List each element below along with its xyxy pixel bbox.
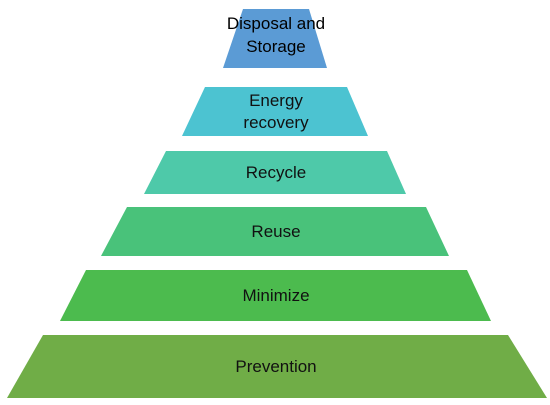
tier-reuse: Reuse [101, 207, 449, 256]
tier-energy-recovery: Energy recovery [182, 87, 368, 136]
tier-disposal-storage-label-line-1: Disposal and [227, 14, 325, 33]
tier-minimize-shape [60, 270, 491, 321]
tier-disposal-storage: Disposal and Storage [223, 9, 327, 68]
tier-reuse-label: Reuse [251, 222, 300, 241]
tier-recycle-label: Recycle [246, 163, 306, 182]
tier-recycle-shape [144, 151, 406, 194]
tier-prevention: Prevention [7, 335, 547, 398]
tier-disposal-storage-shape [223, 9, 327, 68]
tier-prevention-shape [7, 335, 547, 398]
tier-energy-recovery-label-line-2: recovery [243, 113, 309, 132]
tier-reuse-shape [101, 207, 449, 256]
tier-minimize: Minimize [60, 270, 491, 321]
tier-disposal-storage-label-line-2: Storage [246, 37, 306, 56]
tier-minimize-label: Minimize [242, 286, 309, 305]
tier-energy-recovery-shape [182, 87, 368, 136]
tier-prevention-label: Prevention [235, 357, 316, 376]
tier-recycle: Recycle [144, 151, 406, 194]
tier-energy-recovery-label-line-1: Energy [249, 91, 303, 110]
